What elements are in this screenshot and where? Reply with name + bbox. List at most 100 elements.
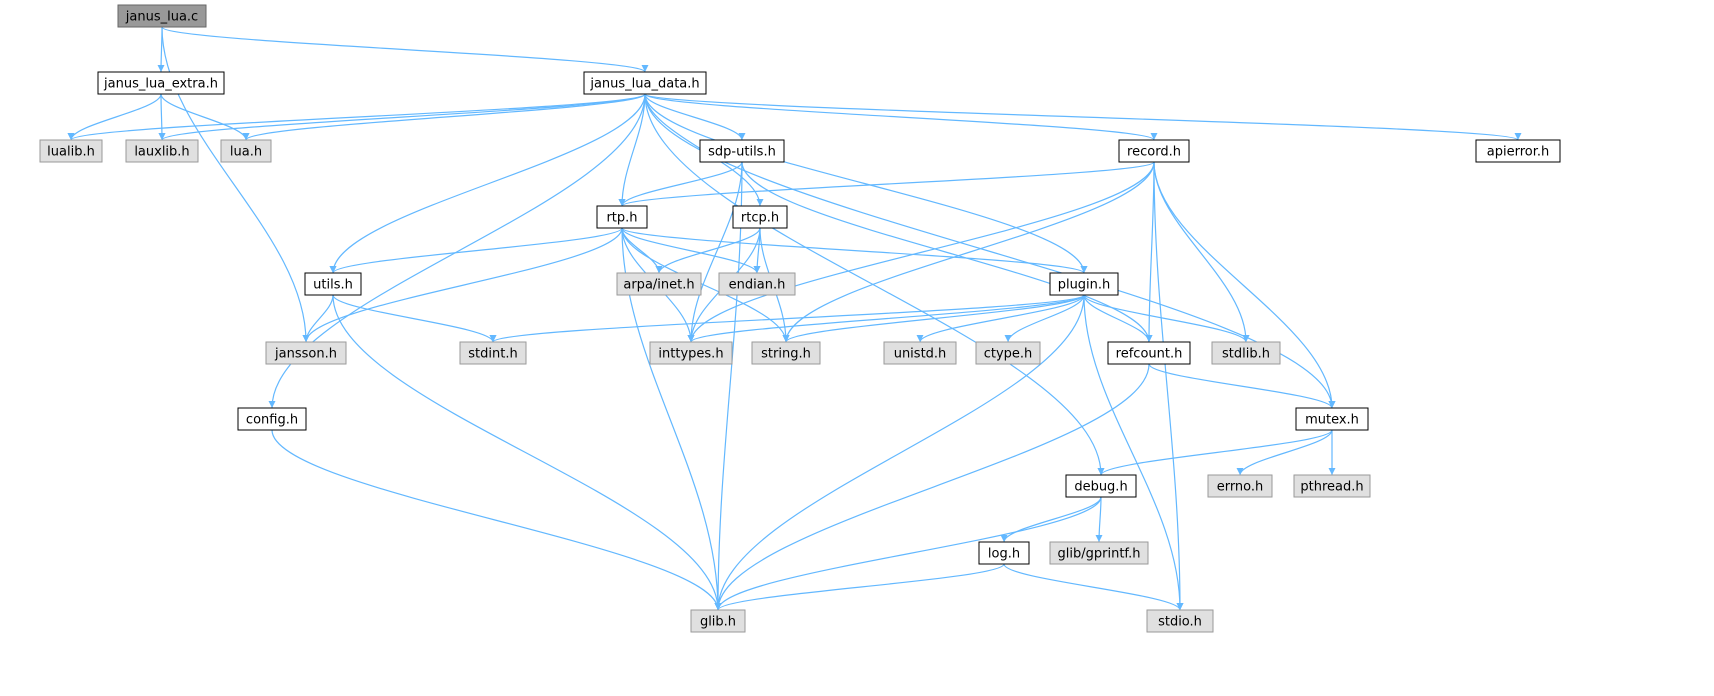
edge-plugin_h-to-inttypes_h bbox=[687, 294, 1085, 343]
node-box bbox=[699, 139, 785, 163]
node-errno-h: errno.h bbox=[1207, 474, 1273, 498]
edge-mutex_h-to-errno_h bbox=[1236, 429, 1333, 476]
node-label: mutex.h bbox=[1305, 413, 1359, 428]
node-box bbox=[39, 139, 103, 163]
node-box bbox=[220, 139, 272, 163]
edge-plugin_h-to-stdlib_h bbox=[1083, 294, 1250, 343]
node-inttypes-h: inttypes.h bbox=[649, 341, 733, 365]
edge-rtp_h-to-jansson_h bbox=[302, 227, 623, 343]
edge-debug_h-to-log_h bbox=[1000, 496, 1102, 543]
node-box bbox=[1107, 341, 1191, 365]
node-box bbox=[1295, 407, 1369, 431]
node-config-h[interactable]: config.h bbox=[237, 407, 307, 431]
node-record-h[interactable]: record.h bbox=[1118, 139, 1190, 163]
edge-plugin_h-to-stdio_h bbox=[1083, 294, 1184, 611]
node-stdlib-h: stdlib.h bbox=[1211, 341, 1281, 365]
node-label: janus_lua_extra.h bbox=[103, 77, 218, 92]
node-label: lauxlib.h bbox=[134, 145, 189, 160]
node-janus-lua-c[interactable]: janus_lua.c bbox=[117, 4, 207, 28]
node-label: pthread.h bbox=[1300, 480, 1363, 495]
node-label: utils.h bbox=[313, 278, 353, 293]
edge-refcount_h-to-glib_h bbox=[714, 363, 1150, 611]
node-box bbox=[1207, 474, 1273, 498]
edge-debug_h-to-glib_gprintf_h bbox=[1095, 496, 1103, 543]
node-arpa-inet-h: arpa/inet.h bbox=[616, 272, 702, 296]
node-box bbox=[1475, 139, 1561, 163]
edge-janus_lua_c-to-jansson_h bbox=[161, 26, 310, 343]
node-box bbox=[125, 139, 199, 163]
edge-janus_lua_data_h-to-lauxlib_h bbox=[158, 93, 646, 141]
node-box bbox=[1211, 341, 1281, 365]
node-rtcp-h[interactable]: rtcp.h bbox=[732, 205, 788, 229]
node-box bbox=[596, 205, 648, 229]
node-sdp-utils-h[interactable]: sdp-utils.h bbox=[699, 139, 785, 163]
node-label: rtcp.h bbox=[741, 211, 779, 226]
edge-janus_lua_data_h-to-apierror_h bbox=[644, 93, 1522, 141]
node-mutex-h[interactable]: mutex.h bbox=[1295, 407, 1369, 431]
node-label: plugin.h bbox=[1058, 278, 1111, 293]
node-box bbox=[616, 272, 702, 296]
node-janus-lua-data-h[interactable]: janus_lua_data.h bbox=[583, 71, 707, 95]
edge-sdp_utils_h-to-rtp_h bbox=[618, 161, 743, 207]
node-unistd-h: unistd.h bbox=[883, 341, 957, 365]
edge-plugin_h-to-refcount_h bbox=[1083, 294, 1153, 343]
node-pthread-h: pthread.h bbox=[1293, 474, 1371, 498]
node-label: lualib.h bbox=[47, 145, 95, 160]
node-janus-lua-extra-h[interactable]: janus_lua_extra.h bbox=[97, 71, 225, 95]
edge-rtp_h-to-utils_h bbox=[329, 227, 623, 274]
node-label: ctype.h bbox=[984, 347, 1033, 362]
node-box bbox=[1049, 272, 1119, 296]
edge-plugin_h-to-unistd_h bbox=[916, 294, 1085, 343]
node-label: jansson.h bbox=[274, 347, 337, 362]
node-jansson-h: jansson.h bbox=[265, 341, 347, 365]
node-label: stdio.h bbox=[1158, 615, 1202, 630]
node-layer: janus_lua.c janus_lua_extra.h janus_lua_da… bbox=[39, 4, 1561, 633]
node-label: glib/gprintf.h bbox=[1058, 547, 1141, 562]
node-box bbox=[649, 341, 733, 365]
node-box bbox=[978, 541, 1030, 565]
node-utils-h[interactable]: utils.h bbox=[304, 272, 362, 296]
node-box bbox=[690, 609, 746, 633]
node-box bbox=[1118, 139, 1190, 163]
edge-janus_lua_extra_h-to-lauxlib_h bbox=[158, 93, 166, 141]
edge-rtp_h-to-plugin_h bbox=[621, 227, 1088, 274]
node-rtp-h[interactable]: rtp.h bbox=[596, 205, 648, 229]
edge-config_h-to-glib_h bbox=[271, 429, 722, 611]
node-label: string.h bbox=[761, 347, 811, 362]
node-label: apierror.h bbox=[1487, 145, 1549, 160]
node-label: log.h bbox=[988, 547, 1020, 562]
edge-record_h-to-mutex_h bbox=[1153, 161, 1336, 409]
node-stdint-h: stdint.h bbox=[459, 341, 527, 365]
node-label: errno.h bbox=[1217, 480, 1264, 495]
edge-rtp_h-to-endian_h bbox=[621, 227, 761, 274]
edge-record_h-to-inttypes_h bbox=[687, 161, 1155, 343]
node-label: endian.h bbox=[729, 278, 786, 293]
node-box bbox=[883, 341, 957, 365]
node-box bbox=[237, 407, 307, 431]
edge-janus_lua_data_h-to-utils_h bbox=[329, 93, 646, 274]
node-label: janus_lua_data.h bbox=[589, 77, 699, 92]
edge-janus_lua_data_h-to-lua_h bbox=[242, 93, 646, 141]
node-box bbox=[583, 71, 707, 95]
edge-log_h-to-stdio_h bbox=[1003, 563, 1184, 611]
edge-mutex_h-to-debug_h bbox=[1097, 429, 1333, 476]
node-debug-h[interactable]: debug.h bbox=[1065, 474, 1137, 498]
edge-janus_lua_extra_h-to-lua_h bbox=[160, 93, 250, 141]
node-plugin-h[interactable]: plugin.h bbox=[1049, 272, 1119, 296]
node-lua-h: lua.h bbox=[220, 139, 272, 163]
node-box bbox=[459, 341, 527, 365]
node-box bbox=[265, 341, 347, 365]
node-endian-h: endian.h bbox=[718, 272, 796, 296]
node-lualib-h: lualib.h bbox=[39, 139, 103, 163]
node-box bbox=[732, 205, 788, 229]
node-refcount-h[interactable]: refcount.h bbox=[1107, 341, 1191, 365]
node-apierror-h[interactable]: apierror.h bbox=[1475, 139, 1561, 163]
edge-rtcp_h-to-arpa_inet_h bbox=[655, 227, 761, 274]
node-label: arpa/inet.h bbox=[623, 278, 694, 293]
node-box bbox=[1049, 541, 1149, 565]
node-string-h: string.h bbox=[751, 341, 821, 365]
edge-janus_lua_data_h-to-sdp_utils_h bbox=[644, 93, 746, 141]
node-label: janus_lua.c bbox=[125, 10, 198, 25]
node-log-h[interactable]: log.h bbox=[978, 541, 1030, 565]
node-lauxlib-h: lauxlib.h bbox=[125, 139, 199, 163]
